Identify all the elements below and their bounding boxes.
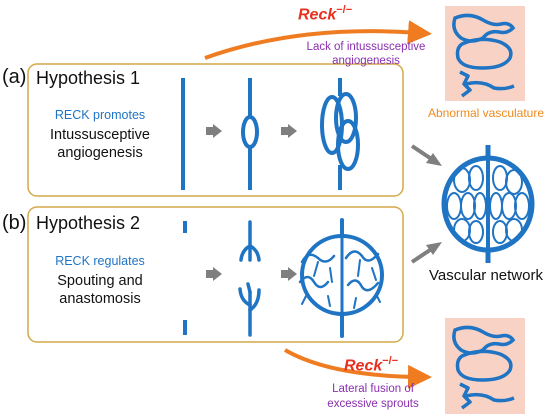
progress-arrow: [206, 124, 222, 138]
reck-knockout-label-bottom: Reck−/−: [344, 355, 399, 375]
converge-arrow-bottom: [410, 242, 442, 264]
hypothesis-2-mechanism: RECK regulates: [55, 254, 145, 268]
h1-stage-2-vessel: [241, 78, 259, 190]
hypothesis-2-panel: [27, 206, 404, 343]
hypothesis-1-mechanism: RECK promotes: [54, 108, 146, 122]
abnormal-vasculature-image-top: [445, 6, 525, 101]
hypothesis-1-panel: [27, 63, 404, 197]
top-caption-line2: angiogenesis: [332, 55, 400, 67]
hypothesis-1-process-line1: Intussusceptive: [50, 127, 150, 143]
bottom-caption-line2: excessive sprouts: [327, 398, 419, 410]
panel-b-letter: (b): [2, 212, 27, 234]
h1-stage-3-vessel: [320, 78, 360, 190]
hypothesis-2-process-line1: Spouting and: [57, 273, 143, 289]
abnormal-vasculature-label: Abnormal vasculature: [427, 106, 545, 120]
hypothesis-2-process-line2: anastomosis: [59, 291, 141, 307]
hypothesis-1-title: Hypothesis 1: [36, 68, 141, 88]
vascular-network-label: Vascular network: [429, 267, 543, 284]
progress-arrow: [281, 124, 297, 138]
vascular-network-graphic: [441, 145, 535, 263]
top-caption-line1: Lack of intussusceptive: [306, 41, 426, 53]
panel-a-letter: (a): [2, 66, 27, 88]
bottom-caption-line1: Lateral fusion of: [332, 383, 414, 395]
hypothesis-2-title: Hypothesis 2: [36, 213, 141, 233]
reck-knockout-arrow-top: [204, 20, 432, 60]
h2-stage-2-sprouts: [238, 220, 261, 337]
progress-arrow: [281, 267, 297, 281]
hypothesis-1-process-line2: angiogenesis: [57, 145, 143, 161]
h2-stage-3-anastomosis: [298, 218, 384, 338]
reck-knockout-label-top: Reck−/−: [298, 4, 353, 24]
reck-knockout-arrow-bottom: [284, 348, 432, 389]
converge-arrow-top: [410, 144, 442, 166]
progress-arrow: [206, 267, 222, 281]
abnormal-vasculature-image-bottom: [445, 318, 525, 414]
